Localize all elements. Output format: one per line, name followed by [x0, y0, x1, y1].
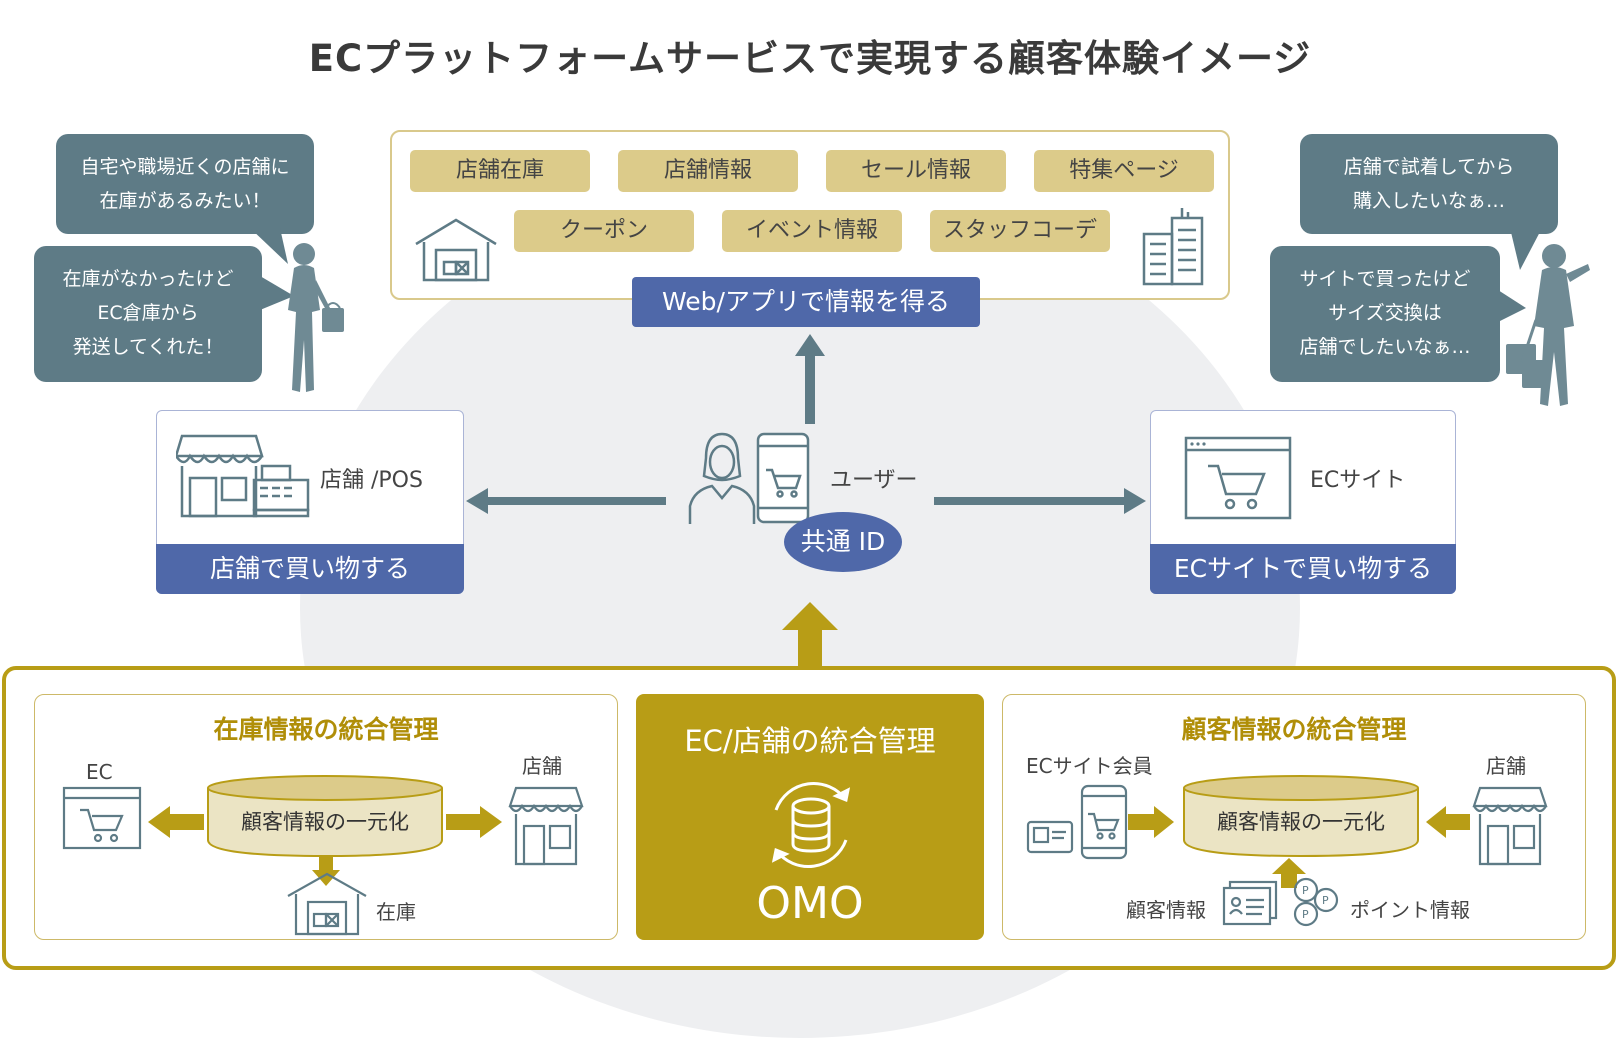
gold-arrow-down: [312, 856, 340, 886]
tag-sale-info: セール情報: [826, 150, 1006, 192]
web-app-info-label: Web/アプリで情報を得る: [632, 277, 980, 327]
stock-label: 在庫: [376, 900, 416, 924]
bubble-tail: [1510, 228, 1542, 270]
bubble-line: 店舗でしたいなぁ…: [1299, 336, 1471, 358]
left-arrow-to-store: [466, 488, 666, 514]
bubble-line: サイトで買ったけど: [1299, 268, 1471, 290]
omo-title: EC/店舗の統合管理: [684, 724, 936, 758]
user-label: ユーザー: [830, 468, 918, 493]
bubble-line: 発送してくれた！: [72, 336, 224, 358]
ec-site-caption: ECサイト: [1310, 468, 1406, 493]
point-info-label: ポイント情報: [1350, 898, 1470, 922]
store-shopping-label: 店舗で買い物する: [156, 544, 464, 594]
bubble-tail: [250, 228, 288, 264]
database-label: 顧客情報の一元化: [241, 810, 409, 834]
point-coins-icon: P P P: [1293, 877, 1339, 927]
bubble-line: EC倉庫から: [97, 302, 199, 324]
gold-arrow-up: [1272, 858, 1306, 888]
gold-arrow-right: [1128, 806, 1174, 838]
database-cylinder: [1183, 775, 1419, 858]
tag-event-info: イベント情報: [722, 210, 902, 252]
woman-shopper-icon: [288, 243, 344, 392]
omo-label: OMO: [756, 878, 864, 929]
up-arrow-from-omo: [782, 602, 838, 668]
bubble-tail: [260, 276, 294, 310]
ec-browser-cart-icon: [62, 786, 142, 850]
woman-shopper-icon: [1506, 244, 1590, 406]
database-sync-icon: [771, 782, 851, 868]
ec-label: EC: [86, 760, 113, 784]
bubble-line: 在庫があるみたい！: [99, 190, 271, 212]
gold-arrow-right: [446, 806, 502, 838]
speech-bubble-left-top: 自宅や職場近くの店舗に 在庫があるみたい！: [56, 134, 314, 234]
shared-id-badge: 共通 ID: [784, 512, 902, 572]
right-arrow-to-ec: [934, 488, 1146, 514]
user-with-phone-icon: [688, 432, 810, 524]
warehouse-stock-icon: [287, 872, 367, 936]
customer-card-icon: [1222, 880, 1278, 926]
page-title: ECプラットフォームサービスで実現する顧客体験イメージ: [308, 37, 1312, 80]
customer-integration-title: 顧客情報の統合管理: [1181, 715, 1407, 744]
store-pos-caption: 店舗 /POS: [320, 468, 423, 493]
svg-text:P: P: [1302, 884, 1309, 897]
bubble-tail: [1498, 290, 1526, 322]
warehouse-icon: [415, 218, 497, 282]
storefront-icon: [508, 786, 584, 866]
bubble-line: 購入したいなぁ…: [1352, 190, 1505, 212]
tag-staff-coordinate: スタッフコーデ: [930, 210, 1110, 252]
browser-cart-icon: [1184, 436, 1292, 520]
up-arrow-to-web: [795, 334, 825, 424]
gold-arrow-left: [148, 806, 204, 838]
ec-member-label: ECサイト会員: [1026, 754, 1153, 778]
speech-bubble-left-bottom: 在庫がなかったけど EC倉庫から 発送してくれた！: [34, 246, 262, 382]
customer-info-label: 顧客情報: [1126, 898, 1206, 922]
bubble-line: サイズ交換は: [1328, 302, 1442, 324]
office-building-icon: [1142, 208, 1204, 286]
omo-box: [636, 694, 984, 940]
bubble-line: 自宅や職場近くの店舗に: [80, 156, 290, 178]
store-label: 店舗: [1486, 754, 1526, 778]
svg-text:P: P: [1302, 908, 1309, 921]
tag-feature-page: 特集ページ: [1034, 150, 1214, 192]
bubble-line: 店舗で試着してから: [1343, 156, 1515, 178]
speech-bubble-right-bottom: サイトで買ったけど サイズ交換は 店舗でしたいなぁ…: [1270, 246, 1500, 382]
ec-shopping-label: ECサイトで買い物する: [1150, 544, 1456, 594]
storefront-icon: [1472, 786, 1548, 866]
stock-integration-title: 在庫情報の統合管理: [213, 715, 439, 744]
member-card-phone-icon: [1026, 784, 1128, 860]
database-label: 顧客情報の一元化: [1217, 810, 1385, 834]
speech-bubble-right-top: 店舗で試着してから 購入したいなぁ…: [1300, 134, 1558, 234]
store-with-register-icon: [176, 434, 310, 518]
tag-store-stock: 店舗在庫: [410, 150, 590, 192]
svg-text:P: P: [1322, 894, 1329, 907]
tag-coupon: クーポン: [514, 210, 694, 252]
gold-arrow-left: [1426, 806, 1470, 838]
bubble-line: 在庫がなかったけど: [62, 268, 234, 290]
tag-store-info: 店舗情報: [618, 150, 798, 192]
store-label: 店舗: [522, 754, 562, 778]
